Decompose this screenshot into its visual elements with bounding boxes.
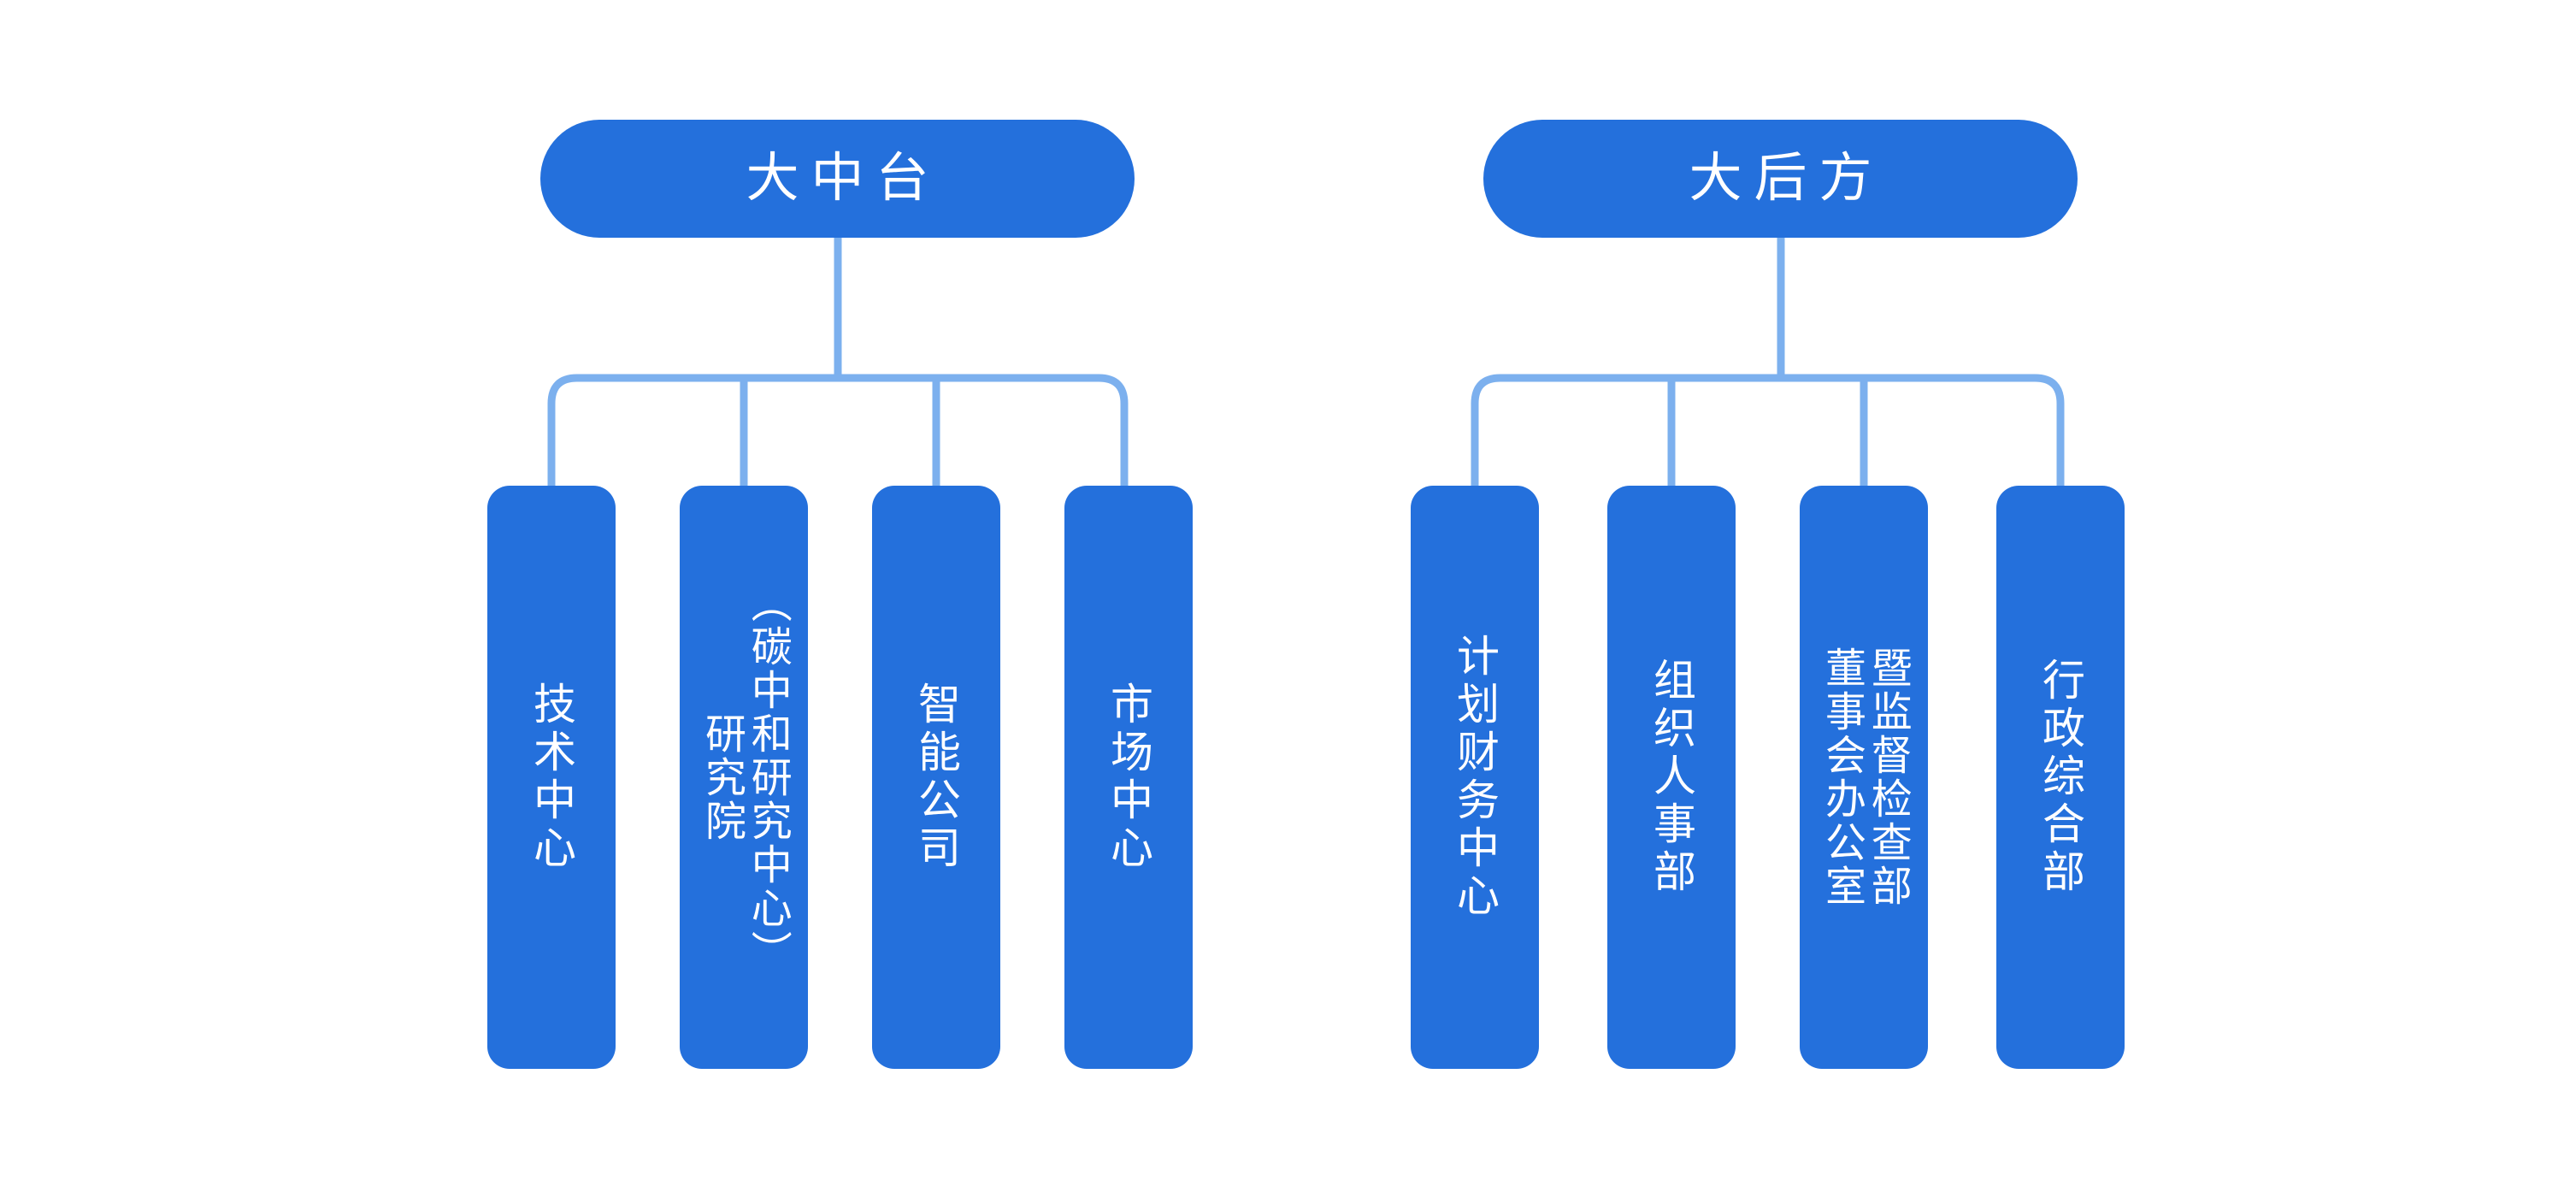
connector-bus xyxy=(547,374,1129,486)
org-node-label: 智能公司 xyxy=(912,682,960,873)
org-node-label-line1: 暨监督检查部 xyxy=(1864,646,1910,908)
group-header-label: 大后方 xyxy=(1689,149,1884,208)
org-node-label: 市场中心 xyxy=(1105,682,1152,873)
group-header-label: 大中台 xyxy=(746,149,941,208)
group-header-zhong-tai[interactable]: 大中台 xyxy=(540,120,1135,238)
connector-bus xyxy=(1471,374,2065,486)
org-node-hr-department[interactable]: 组织人事部 xyxy=(1607,486,1736,1069)
org-node-board-office[interactable]: 暨监督检查部 董事会办公室 xyxy=(1800,486,1928,1069)
org-node-label-line1: （碳中和研究中心） xyxy=(744,581,790,974)
org-node-label: 行政综合部 xyxy=(2037,658,2084,897)
org-node-label-line2: 研究院 xyxy=(699,711,744,843)
org-node-admin-department[interactable]: 行政综合部 xyxy=(1996,486,2125,1069)
org-node-carbon-institute[interactable]: （碳中和研究中心） 研究院 xyxy=(680,486,808,1069)
org-node-market-center[interactable]: 市场中心 xyxy=(1064,486,1193,1069)
org-node-tech-center[interactable]: 技术中心 xyxy=(487,486,616,1069)
org-node-finance-center[interactable]: 计划财务中心 xyxy=(1411,486,1539,1069)
org-node-label: 计划财务中心 xyxy=(1451,634,1499,921)
org-node-smart-company[interactable]: 智能公司 xyxy=(872,486,1000,1069)
org-node-label-line2: 董事会办公室 xyxy=(1819,646,1864,908)
group-header-hou-fang[interactable]: 大后方 xyxy=(1483,120,2078,238)
org-node-label: 组织人事部 xyxy=(1648,658,1695,897)
org-node-label: 技术中心 xyxy=(528,682,575,873)
